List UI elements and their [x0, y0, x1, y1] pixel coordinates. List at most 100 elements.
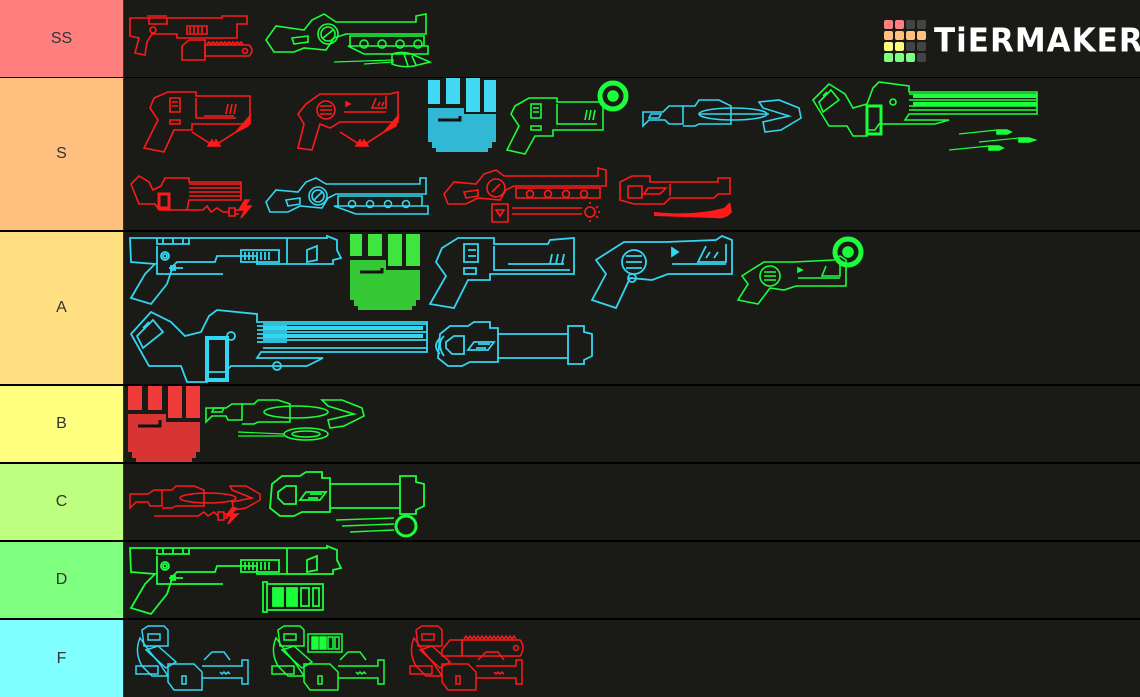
tier-items-f — [124, 620, 1140, 697]
item-revolver[interactable] — [586, 234, 736, 310]
tier-items-a — [124, 232, 1140, 384]
tier-row-b: B — [0, 386, 1140, 462]
item-grapple-arm-disc[interactable] — [204, 399, 370, 444]
item-arm-launcher-battery[interactable] — [268, 624, 392, 694]
tiermaker-logo[interactable]: TiERMAKER — [884, 19, 1140, 63]
logo-grid-cell — [906, 31, 915, 40]
logo-grid-cell — [906, 42, 915, 51]
tier-label-c[interactable]: C — [0, 464, 124, 540]
tier-label-a[interactable]: A — [0, 232, 124, 384]
tier-row-a: A — [0, 232, 1140, 384]
item-fist[interactable] — [348, 234, 422, 310]
item-shotgun[interactable] — [127, 234, 349, 306]
logo-grid-cell — [917, 20, 926, 29]
arm-launcher-chainsaw-icon — [409, 625, 524, 691]
tier-row-ss: SS — [0, 0, 1140, 77]
arm-launcher-icon — [135, 625, 249, 691]
ballista-hook-icon — [443, 166, 607, 223]
fist-icon — [350, 234, 420, 310]
tier-row-c: C — [0, 464, 1140, 540]
item-pistol-explosive-shot[interactable] — [140, 88, 262, 153]
pistol-explosive-icon — [142, 91, 252, 153]
fist-icon — [426, 78, 498, 154]
cannon-ball-icon — [269, 471, 425, 538]
grapple-arm-icon — [642, 99, 802, 133]
cannon-icon — [435, 321, 593, 367]
item-pistol-target[interactable] — [501, 80, 637, 156]
revolver-target-icon — [736, 236, 864, 305]
shotgun-icon — [129, 234, 343, 306]
arm-launcher-battery-icon — [271, 625, 385, 691]
item-grapple-arm-shock[interactable] — [128, 482, 261, 526]
item-pistol[interactable] — [424, 234, 580, 310]
tier-label-d[interactable]: D — [0, 542, 124, 618]
tier-row-f: F — [0, 620, 1140, 697]
logo-grid-cell — [884, 31, 893, 40]
pistol-target-icon — [505, 80, 629, 155]
item-revolver-explosive-shot[interactable] — [290, 88, 410, 152]
tier-items-s — [124, 78, 1140, 230]
logo-grid-cell — [895, 20, 904, 29]
tier-row-s: S — [0, 78, 1140, 230]
logo-grid-cell — [895, 42, 904, 51]
tier-row-d: D — [0, 542, 1140, 618]
item-arm-launcher[interactable] — [132, 624, 256, 694]
tier-items-d — [124, 542, 1140, 618]
tier-label-s[interactable]: S — [0, 78, 124, 230]
tier-label-text: C — [55, 493, 68, 510]
logo-text: TiERMAKER — [934, 22, 1140, 60]
item-fist[interactable] — [126, 386, 202, 462]
grapple-arm-shock-icon — [129, 485, 261, 525]
ballista-icon — [265, 177, 429, 215]
tier-label-text: B — [56, 415, 67, 432]
revolver-icon — [590, 234, 733, 310]
tier-label-f[interactable]: F — [0, 620, 124, 697]
tier-label-text: S — [56, 145, 67, 162]
item-ballista-hook[interactable] — [442, 166, 608, 226]
logo-grid-icon — [884, 20, 926, 62]
item-cannon-fire[interactable] — [614, 172, 740, 222]
logo-grid-cell — [917, 53, 926, 62]
tier-label-text: A — [56, 299, 67, 316]
item-grapple-arm[interactable] — [639, 96, 805, 136]
logo-grid-cell — [884, 42, 893, 51]
tier-items-ss: TiERMAKER — [124, 0, 1140, 77]
tier-label-text: SS — [50, 29, 73, 47]
fist-icon — [128, 386, 200, 462]
item-minigun-missiles[interactable] — [809, 80, 1041, 156]
item-ballista-drill[interactable] — [264, 10, 434, 68]
item-arm-launcher-chainsaw[interactable] — [406, 624, 530, 694]
revolver-explosive-icon — [297, 90, 400, 151]
minigun-missiles-icon — [811, 81, 1038, 151]
item-shotgun-chainsaw[interactable] — [127, 12, 257, 62]
logo-grid-cell — [884, 53, 893, 62]
ballista-drill-icon — [265, 13, 433, 68]
minigun-shock-icon — [130, 174, 253, 219]
item-revolver-target[interactable] — [734, 236, 868, 306]
pistol-icon — [428, 237, 575, 309]
tier-items-b — [124, 386, 1140, 462]
minigun-icon — [129, 309, 428, 383]
cannon-fire-icon — [619, 175, 732, 219]
tier-label-text: D — [55, 571, 68, 588]
shotgun-chainsaw-icon — [129, 15, 253, 61]
item-minigun[interactable] — [127, 308, 431, 384]
grapple-arm-disc-icon — [205, 399, 365, 441]
tier-label-b[interactable]: B — [0, 386, 124, 462]
item-fist[interactable] — [424, 78, 500, 154]
logo-grid-cell — [884, 20, 893, 29]
tier-label-text: F — [56, 649, 67, 667]
tier-label-ss[interactable]: SS — [0, 0, 124, 77]
item-minigun-shock[interactable] — [129, 174, 257, 219]
shotgun-battery-icon — [129, 544, 343, 616]
logo-grid-cell — [906, 20, 915, 29]
logo-grid-cell — [895, 53, 904, 62]
logo-grid-cell — [917, 31, 926, 40]
item-cannon-ball[interactable] — [266, 470, 428, 538]
logo-grid-cell — [895, 31, 904, 40]
item-shotgun-battery[interactable] — [127, 544, 349, 616]
item-cannon[interactable] — [434, 320, 598, 368]
item-ballista[interactable] — [264, 174, 432, 222]
logo-grid-cell — [906, 53, 915, 62]
